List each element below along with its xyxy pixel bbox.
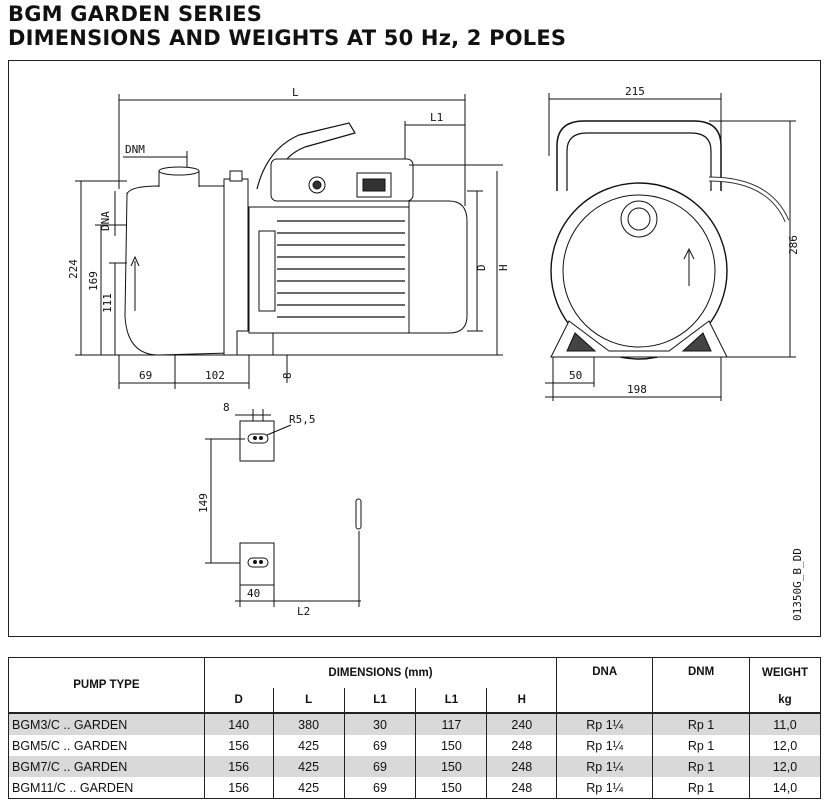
cell-D: 140 (203, 713, 274, 735)
cell-H: 248 (486, 735, 558, 756)
cell-DNM: Rp 1 (652, 777, 750, 799)
pump-type-cell: BGM11/C .. GARDEN (8, 777, 205, 799)
cell-D: 156 (203, 777, 274, 799)
table-row: BGM7/C .. GARDEN 156 425 69 150 248 Rp 1… (8, 756, 822, 777)
col-header-D: D (203, 688, 274, 714)
dim-foot-8-label: 8 (223, 401, 230, 414)
cell-DNA: Rp 1¼ (556, 756, 654, 777)
dim-169-label: 169 (87, 271, 100, 291)
cell-DNA: Rp 1¼ (556, 713, 654, 735)
pump-front-view (545, 93, 796, 401)
dim-D-label: D (475, 264, 488, 271)
cell-L1a: 69 (343, 777, 417, 799)
col-header-dna: DNA (556, 657, 654, 714)
cell-DNM: Rp 1 (652, 756, 750, 777)
technical-drawing: L L1 DNM DNA D H 224 169 111 69 102 8 21… (8, 60, 821, 637)
col-header-dimensions: DIMENSIONS (mm) (203, 657, 558, 688)
cell-D: 156 (203, 756, 274, 777)
cell-weight: 11,0 (748, 713, 822, 735)
dim-286-label: 286 (787, 235, 800, 255)
dimension-labels: L L1 DNM DNA D H 224 169 111 69 102 8 21… (67, 85, 804, 621)
cell-L: 425 (272, 735, 345, 756)
col-header-weight: WEIGHT (748, 657, 822, 688)
dim-69-label: 69 (139, 369, 152, 382)
cell-L1a: 30 (343, 713, 417, 735)
dim-40-label: 40 (247, 587, 260, 600)
dimensions-weights-table: PUMP TYPE DIMENSIONS (mm) DNA DNM WEIGHT… (8, 657, 822, 799)
dim-149-label: 149 (197, 493, 210, 513)
dim-50-label: 50 (569, 369, 582, 382)
cell-H: 248 (486, 777, 558, 799)
dim-111-label: 111 (101, 293, 114, 313)
dim-R55-label: R5,5 (289, 413, 316, 426)
cell-H: 248 (486, 756, 558, 777)
cell-L1b: 150 (415, 735, 488, 756)
drawing-canvas: L L1 DNM DNA D H 224 169 111 69 102 8 21… (67, 85, 804, 621)
cell-L1b: 150 (415, 777, 488, 799)
table-row: BGM11/C .. GARDEN 156 425 69 150 248 Rp … (8, 777, 822, 799)
table-row: BGM3/C .. GARDEN 140 380 30 117 240 Rp 1… (8, 713, 822, 735)
cell-DNA: Rp 1¼ (556, 735, 654, 756)
dim-L2-label: L2 (297, 605, 310, 618)
cell-L1a: 69 (343, 756, 417, 777)
cell-L: 380 (272, 713, 345, 735)
table-row: BGM5/C .. GARDEN 156 425 69 150 248 Rp 1… (8, 735, 822, 756)
col-header-dnm: DNM (652, 657, 750, 714)
cell-L1a: 69 (343, 735, 417, 756)
cell-weight: 14,0 (748, 777, 822, 799)
cell-DNM: Rp 1 (652, 713, 750, 735)
dim-DNM-label: DNM (125, 143, 145, 156)
dim-224-label: 224 (67, 259, 80, 279)
dim-L-label: L (292, 86, 299, 99)
dim-L1-label: L1 (430, 111, 443, 124)
cell-L: 425 (272, 756, 345, 777)
dim-8-label: 8 (281, 372, 294, 379)
page-title: BGM GARDEN SERIES (8, 2, 263, 26)
dim-198-label: 198 (627, 383, 647, 396)
cell-weight: 12,0 (748, 756, 822, 777)
cell-DNM: Rp 1 (652, 735, 750, 756)
cell-DNA: Rp 1¼ (556, 777, 654, 799)
cell-D: 156 (203, 735, 274, 756)
col-header-pump-type: PUMP TYPE (8, 657, 205, 714)
dim-DNA-label: DNA (99, 211, 112, 231)
col-header-L: L (272, 688, 345, 714)
pump-side-view (75, 94, 503, 389)
col-header-L1a: L1 (343, 688, 417, 714)
dim-102-label: 102 (205, 369, 225, 382)
col-header-L1b: L1 (415, 688, 488, 714)
cell-L1b: 117 (415, 713, 488, 735)
col-header-H: H (486, 688, 558, 714)
dim-215-label: 215 (625, 85, 645, 98)
cell-H: 240 (486, 713, 558, 735)
foot-detail-view (205, 409, 362, 607)
cell-L1b: 150 (415, 756, 488, 777)
pump-type-cell: BGM7/C .. GARDEN (8, 756, 205, 777)
cell-L: 425 (272, 777, 345, 799)
dim-H-label: H (497, 264, 510, 271)
drawing-code: 01350G_B_DD (791, 548, 804, 621)
pump-type-cell: BGM3/C .. GARDEN (8, 713, 205, 735)
page-subtitle: DIMENSIONS AND WEIGHTS AT 50 Hz, 2 POLES (8, 26, 567, 50)
pump-type-cell: BGM5/C .. GARDEN (8, 735, 205, 756)
cell-weight: 12,0 (748, 735, 822, 756)
col-header-weight-unit: kg (748, 688, 822, 714)
